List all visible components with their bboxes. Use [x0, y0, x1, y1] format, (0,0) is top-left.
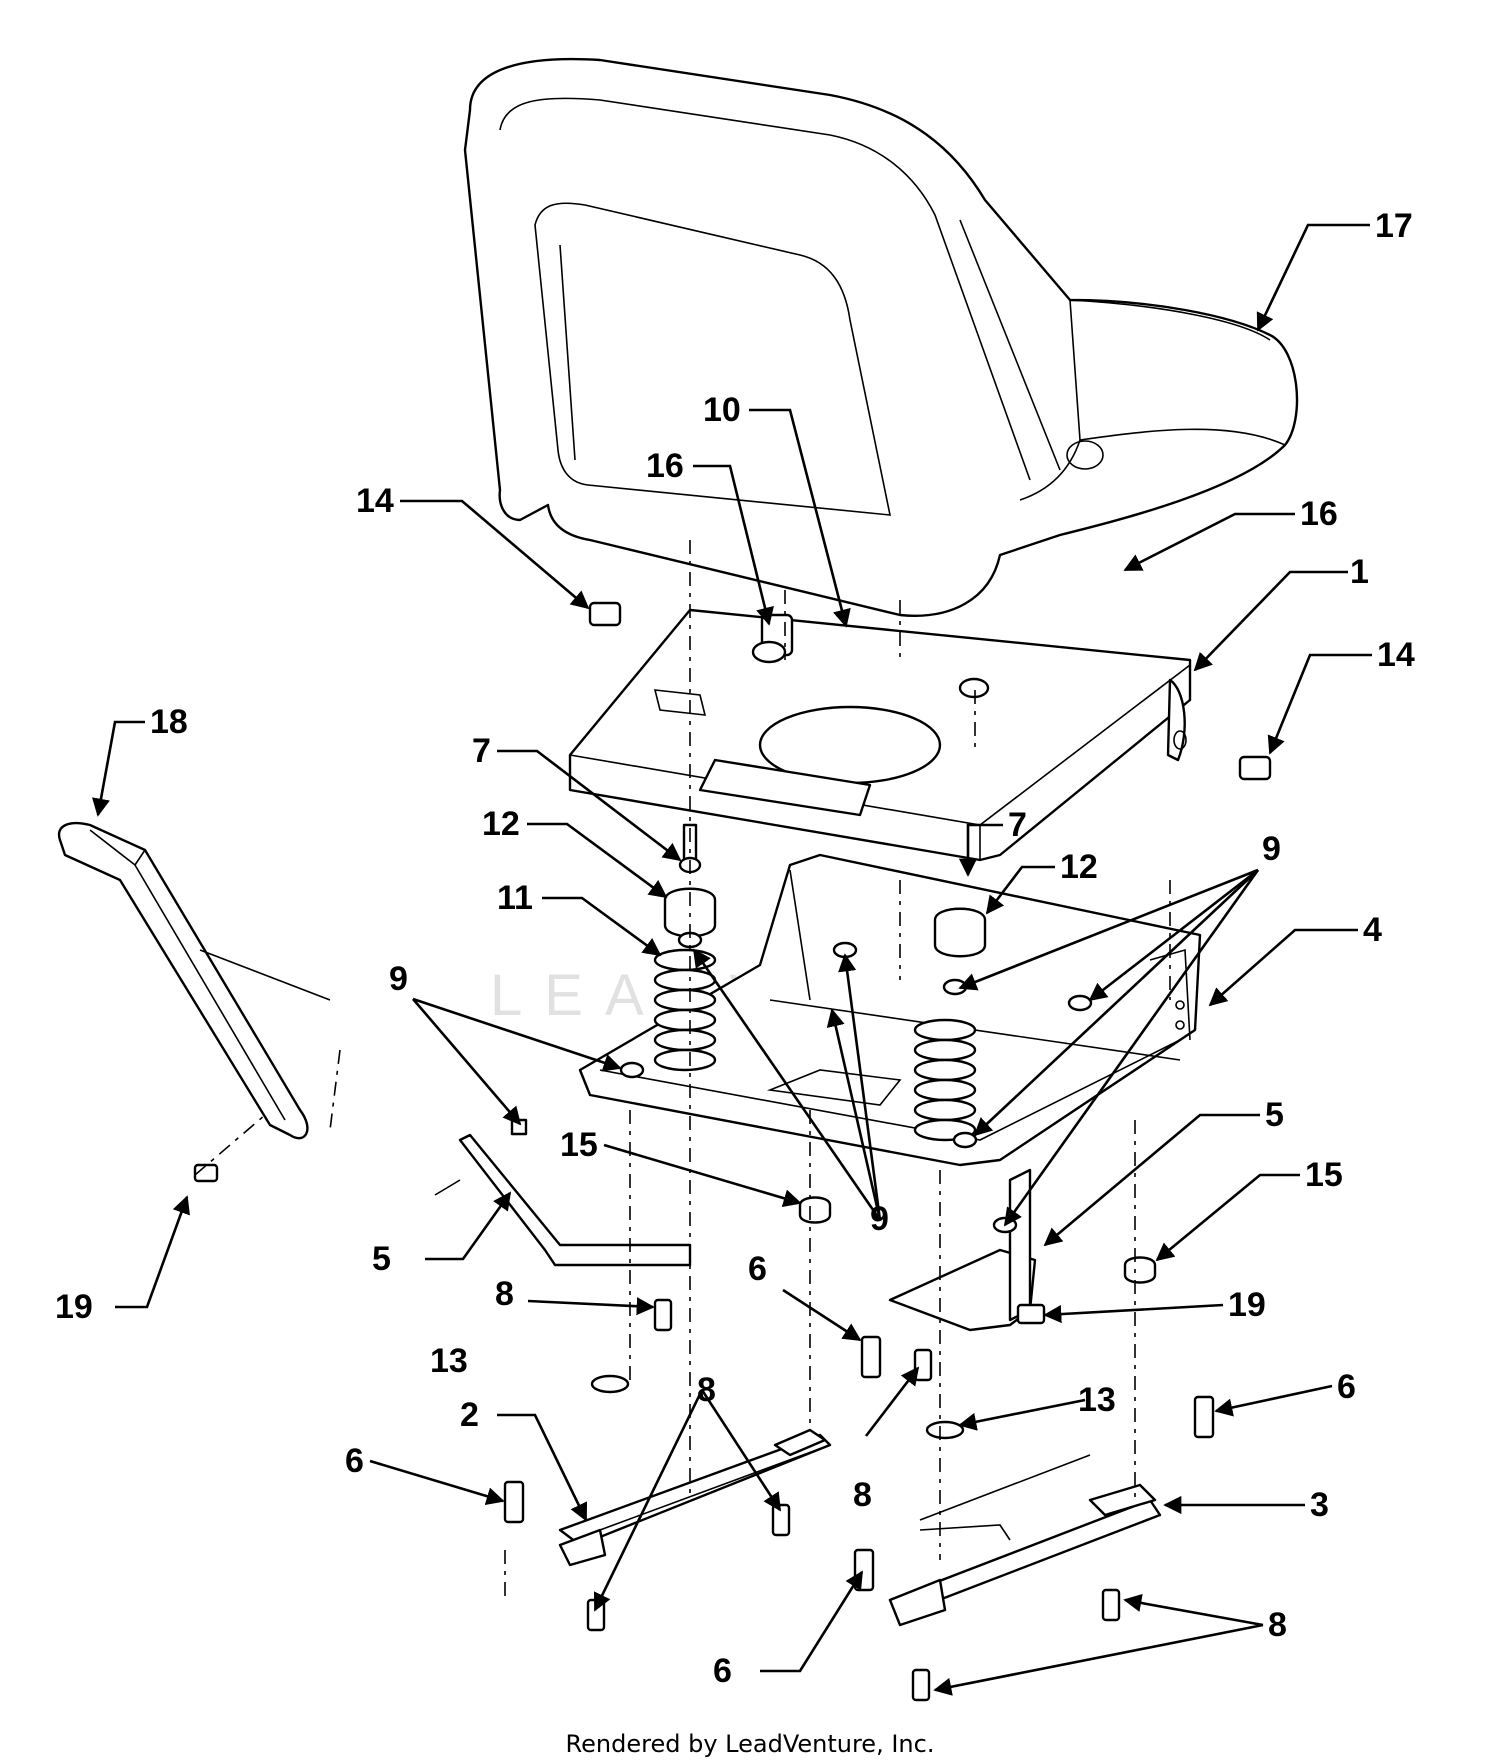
bumper-right: [933, 907, 987, 958]
footer-credit: Rendered by LeadVenture, Inc.: [566, 1730, 935, 1758]
callout-11-spring: 11: [497, 879, 533, 917]
callout-5-left: 5: [372, 1240, 391, 1278]
seat-pan: [568, 608, 1192, 862]
callout-16-top: 16: [646, 447, 684, 485]
callout-1-seat-pan: 1: [1350, 553, 1369, 591]
callout-9-center: 9: [870, 1200, 889, 1238]
callout-17-seat: 17: [1375, 207, 1413, 245]
callout-8-bottom-right: 8: [1268, 1606, 1287, 1644]
callout-9-left: 9: [389, 960, 408, 998]
callout-10: 10: [703, 391, 741, 429]
callout-12-right: 12: [1060, 848, 1098, 886]
callout-12-left: 12: [482, 805, 520, 843]
callout-15-right: 15: [1305, 1156, 1343, 1194]
callout-18-handle: 18: [150, 703, 188, 741]
callout-19-left: 19: [55, 1288, 93, 1326]
callout-3-rail-right: 3: [1310, 1486, 1329, 1524]
callout-19-right: 19: [1228, 1286, 1266, 1324]
callout-2-rail-left: 2: [460, 1396, 479, 1434]
callout-8-center: 8: [853, 1476, 872, 1514]
assembly-lines: [194, 540, 1171, 1600]
callout-14-left: 14: [356, 482, 394, 520]
adjustment-handle: [57, 821, 309, 1140]
callout-4-base: 4: [1363, 911, 1382, 949]
callout-13-left: 13: [430, 1342, 468, 1380]
bumper-left: [663, 887, 717, 938]
callout-15-left: 15: [560, 1126, 598, 1164]
callout-7-left: 7: [472, 732, 491, 770]
callout-5-right: 5: [1265, 1096, 1284, 1134]
callout-7-right: 7: [1008, 806, 1027, 844]
callout-6-left: 6: [345, 1442, 364, 1480]
callout-8-bottom-group: 8: [697, 1371, 716, 1409]
callout-16-right: 16: [1300, 495, 1338, 533]
callout-13-right: 13: [1078, 1381, 1116, 1419]
callout-6-bottom: 6: [713, 1652, 732, 1690]
hardware: [193, 601, 1272, 1702]
slide-rail-right: [888, 1454, 1162, 1627]
callout-leaders: [91, 223, 1372, 1696]
callout-9-right: 9: [1262, 830, 1281, 868]
callout-labels: 17 10 16 16 14 1 14 18 7 7 12 12 9 11 9 …: [55, 207, 1415, 1690]
spring-right: [913, 1018, 977, 1142]
slide-rail-left: [558, 1428, 832, 1567]
callout-14-right: 14: [1377, 636, 1415, 674]
callout-8-top-left: 8: [495, 1275, 514, 1313]
callout-6-right: 6: [1337, 1368, 1356, 1406]
seat: [463, 57, 1299, 617]
callout-6-center: 6: [748, 1250, 767, 1288]
